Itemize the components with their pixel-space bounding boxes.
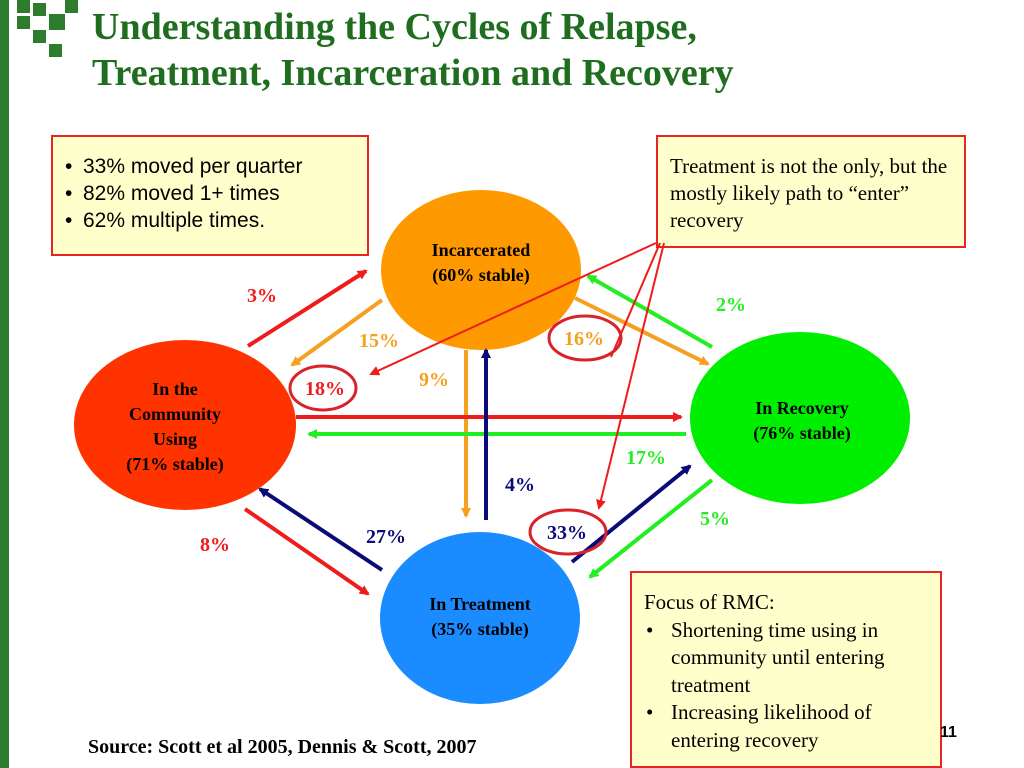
recovery-stability: (76% stable) [753, 423, 851, 443]
recovery-node [690, 332, 910, 504]
pct-community-to-incarcerated: 3% [247, 285, 277, 307]
community-name-1: In the [152, 379, 198, 399]
community-stability: (71% stable) [126, 454, 224, 474]
incarcerated-node [381, 190, 581, 350]
pct-incarcerated-to-community: 15% [359, 330, 399, 352]
treatment-node [380, 532, 580, 704]
incarcerated-name: Incarcerated [431, 240, 531, 260]
callout-line-33 [596, 242, 665, 510]
slide-title: Understanding the Cycles of Relapse, Tre… [92, 4, 1012, 96]
arrow-recovery-to-treatment [588, 478, 714, 579]
treatment-stability: (35% stable) [431, 619, 529, 639]
focus-box: Focus of RMC: Shortening time using in c… [630, 571, 942, 768]
recovery-name: In Recovery [755, 398, 849, 418]
pct-incarcerated-to-treatment: 9% [419, 369, 449, 391]
arrow-treatment-to-community [258, 487, 384, 572]
stats-box: 33% moved per quarter 82% moved 1+ times… [51, 135, 369, 256]
focus-item: Shortening time using in community until… [644, 617, 932, 700]
pct-treatment-to-incarcerated: 4% [505, 474, 535, 496]
highlight-circle-33 [528, 508, 608, 556]
source-citation: Source: Scott et al 2005, Dennis & Scott… [88, 736, 477, 758]
arrow-incarcerated-to-community [290, 298, 384, 367]
pct-incarcerated-to-recovery: 16% [564, 328, 604, 350]
community-name-2: Community [128, 404, 221, 424]
pct-treatment-to-community: 27% [366, 526, 406, 548]
incarcerated-label: Incarcerated (60% stable) [391, 238, 571, 288]
left-accent-bar [0, 0, 9, 768]
title-line-2: Treatment, Incarceration and Recovery [92, 52, 734, 94]
title-line-1: Understanding the Cycles of Relapse, [92, 6, 697, 48]
treatment-path-note: Treatment is not the only, but the mostl… [656, 135, 966, 248]
logo-squares-icon [17, 0, 81, 60]
pct-community-to-treatment: 8% [200, 534, 230, 556]
recovery-label: In Recovery (76% stable) [712, 396, 892, 446]
highlight-circle-18 [288, 364, 358, 412]
stats-item: 82% moved 1+ times [65, 180, 357, 207]
pct-community-to-recovery: 18% [305, 378, 345, 400]
focus-heading: Focus of RMC: [644, 590, 775, 614]
community-label: In the Community Using (71% stable) [85, 377, 265, 477]
callout-line-18 [369, 242, 657, 376]
stats-item: 62% multiple times. [65, 207, 357, 234]
callout-line-16 [610, 242, 661, 358]
treatment-name: In Treatment [429, 594, 531, 614]
arrow-community-to-incarcerated [246, 269, 368, 348]
pct-recovery-to-treatment: 5% [700, 508, 730, 530]
pct-recovery-to-incarcerated: 2% [716, 294, 746, 316]
community-name-3: Using [152, 429, 197, 449]
highlight-circle-16 [547, 314, 623, 362]
page-number: 11 [940, 724, 957, 741]
pct-recovery-to-community: 17% [626, 447, 666, 469]
incarcerated-stability: (60% stable) [432, 265, 530, 285]
stats-item: 33% moved per quarter [65, 153, 357, 180]
treatment-label: In Treatment (35% stable) [390, 592, 570, 642]
arrow-recovery-to-incarcerated [586, 274, 713, 349]
arrow-community-to-treatment [243, 507, 370, 596]
focus-item: Increasing likelihood of entering recove… [644, 699, 932, 754]
pct-treatment-to-recovery: 33% [547, 522, 587, 544]
arrow-treatment-to-recovery [570, 464, 692, 564]
community-node [74, 340, 296, 510]
